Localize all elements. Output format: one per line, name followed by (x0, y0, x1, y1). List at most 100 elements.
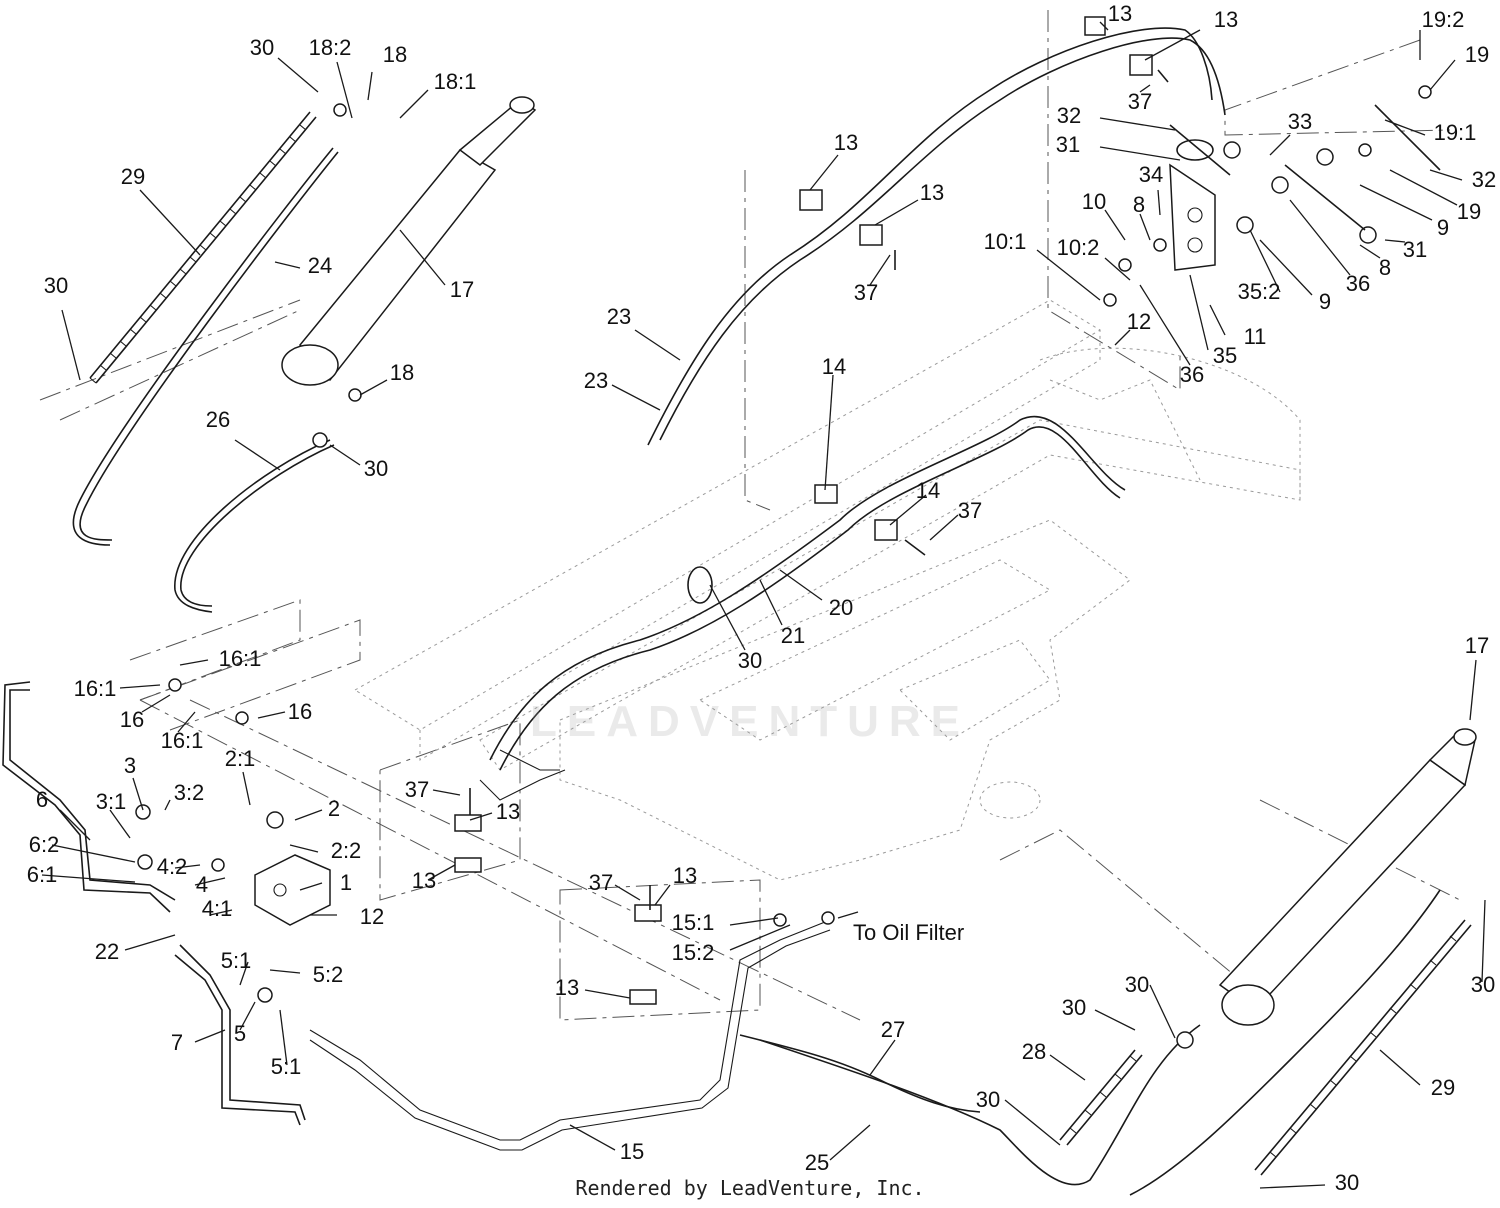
callout-4: 4 (195, 872, 209, 897)
valve-body (254, 854, 331, 926)
callout-18-1: 18:1 (433, 69, 477, 94)
callout-8: 8 (1378, 255, 1392, 280)
callout-25: 25 (804, 1150, 830, 1175)
callout-16: 16 (287, 699, 313, 724)
callout-8: 8 (1132, 192, 1146, 217)
cylinder-upper (281, 96, 537, 386)
callout-36: 36 (1345, 271, 1371, 296)
oil-filter-note: To Oil Filter (853, 920, 965, 945)
callout-13: 13 (919, 180, 945, 205)
callout-29: 29 (120, 164, 146, 189)
callout-10-2: 10:2 (1056, 235, 1100, 260)
leader-lines (41, 21, 1486, 1189)
callout-26: 26 (205, 407, 231, 432)
callout-13: 13 (1107, 1, 1133, 26)
callout-11: 11 (1243, 324, 1267, 349)
callout-21: 21 (780, 623, 806, 648)
callout-19-2: 19:2 (1421, 7, 1465, 32)
callout-23: 23 (583, 368, 609, 393)
callout-3: 3 (123, 753, 137, 778)
spring-upper (89, 111, 317, 384)
fittings (135, 85, 1432, 1049)
callout-29: 29 (1430, 1075, 1456, 1100)
callout-15: 15 (619, 1139, 645, 1164)
callout-30: 30 (249, 35, 275, 60)
callout-16-1: 16:1 (73, 676, 117, 701)
callout-15-1: 15:1 (671, 910, 715, 935)
bolts (469, 69, 1169, 910)
callout-22: 22 (94, 939, 120, 964)
callout-5: 5 (233, 1021, 247, 1046)
callout-3-1: 3:1 (95, 789, 127, 814)
callout-5-1: 5:1 (270, 1054, 302, 1079)
callout-30: 30 (1470, 972, 1496, 997)
callout-18: 18 (389, 360, 415, 385)
callout-12: 12 (1126, 309, 1152, 334)
callout-37: 37 (588, 870, 614, 895)
callout-2: 2 (327, 796, 341, 821)
cylinder-lower (1218, 728, 1477, 1026)
callout-30: 30 (363, 456, 389, 481)
callout-5-2: 5:2 (312, 962, 344, 987)
callout-19-1: 19:1 (1433, 120, 1477, 145)
callout-6-1: 6:1 (26, 862, 58, 887)
callout-13: 13 (833, 130, 859, 155)
callout-2-1: 2:1 (224, 746, 256, 771)
callout-1: 1 (339, 870, 353, 895)
callout-36: 36 (1179, 362, 1205, 387)
manifold-block (1169, 163, 1216, 271)
chassis-frame (354, 299, 1301, 881)
callout-31: 31 (1055, 132, 1081, 157)
callout-34: 34 (1138, 162, 1164, 187)
credit-text: Rendered by LeadVenture, Inc. (575, 1176, 925, 1200)
hoses (2, 27, 1441, 1196)
callout-4-1: 4:1 (201, 896, 233, 921)
callout-30: 30 (43, 273, 69, 298)
callout-6-2: 6:2 (28, 832, 60, 857)
callout-19: 19 (1464, 42, 1490, 67)
callout-15-2: 15:2 (671, 940, 715, 965)
callout-30: 30 (975, 1087, 1001, 1112)
callout-28: 28 (1021, 1039, 1047, 1064)
callout-23: 23 (606, 304, 632, 329)
callout-6: 6 (35, 787, 49, 812)
callout-37: 37 (853, 280, 879, 305)
spring-lower (1254, 919, 1472, 1176)
callout-13: 13 (1213, 7, 1239, 32)
callout-30: 30 (1061, 995, 1087, 1020)
callout-13: 13 (495, 799, 521, 824)
callout-31: 31 (1402, 237, 1428, 262)
callout-37: 37 (404, 777, 430, 802)
callout-30: 30 (737, 648, 763, 673)
callout-7: 7 (170, 1030, 184, 1055)
callout-13: 13 (411, 868, 437, 893)
callout-16-1: 16:1 (160, 728, 204, 753)
callout-17: 17 (449, 277, 475, 302)
callout-27: 27 (880, 1017, 906, 1042)
callout-17: 17 (1464, 633, 1490, 658)
callout-37: 37 (957, 498, 983, 523)
callout-10-1: 10:1 (983, 229, 1027, 254)
callout-30: 30 (1334, 1170, 1360, 1195)
phantom-lines (39, 10, 1461, 1021)
callout-35-2: 35:2 (1237, 279, 1281, 304)
callout-9: 9 (1436, 215, 1450, 240)
watermark: LEADVENTURE (529, 697, 971, 746)
callout-16-1: 16:1 (218, 646, 262, 671)
callout-35: 35 (1212, 343, 1238, 368)
callout-24: 24 (307, 253, 333, 278)
callout-13: 13 (554, 975, 580, 1000)
callout-5-1: 5:1 (220, 948, 252, 973)
callout-3-2: 3:2 (173, 780, 205, 805)
callout-32: 32 (1056, 103, 1082, 128)
callout-18: 18 (382, 42, 408, 67)
callout-16: 16 (119, 707, 145, 732)
callout-32: 32 (1471, 167, 1497, 192)
levers (1169, 104, 1441, 231)
callout-9: 9 (1318, 289, 1332, 314)
spring-small (1059, 1049, 1143, 1146)
callout-20: 20 (828, 595, 854, 620)
callout-37: 37 (1127, 89, 1153, 114)
